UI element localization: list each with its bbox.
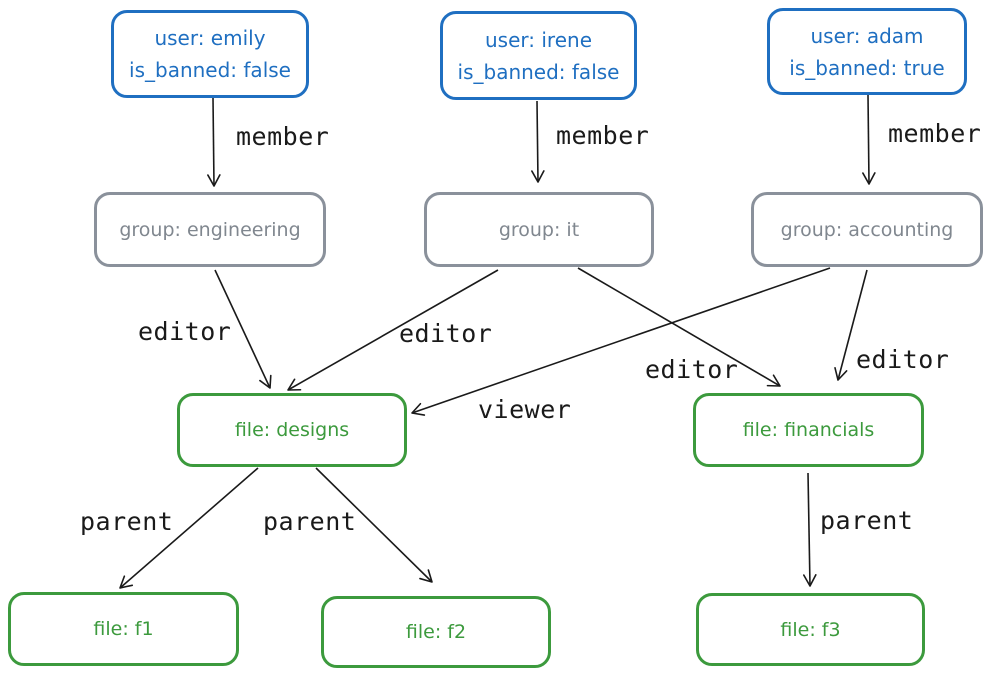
user-node-adam[interactable]: user: adam is_banned: true [767, 8, 967, 95]
user-node-irene[interactable]: user: irene is_banned: false [440, 11, 637, 100]
user-node-irene-banned: is_banned: false [457, 59, 620, 84]
edge-irene-it [531, 100, 545, 183]
file-node-financials[interactable]: file: financials [693, 393, 924, 467]
file-node-designs-label: file: designs [234, 419, 350, 441]
group-node-accounting-label: group: accounting [780, 218, 954, 241]
edge-label-accounting-designs: viewer [478, 395, 572, 424]
file-node-f2-label: file: f2 [405, 621, 467, 643]
edge-label-designs-f1: parent [80, 507, 174, 536]
edge-label-accounting-financials: editor [856, 345, 950, 374]
user-node-adam-name: user: adam [810, 23, 924, 48]
user-node-emily-name: user: emily [154, 26, 266, 50]
group-node-it[interactable]: group: it [424, 192, 654, 267]
file-node-f2[interactable]: file: f2 [321, 596, 551, 668]
file-node-financials-label: file: financials [742, 419, 875, 441]
file-node-f1-label: file: f1 [93, 618, 154, 640]
edge-adam-accounting [862, 94, 876, 185]
edge-emily-engineering [207, 97, 221, 187]
edge-designs-f2 [315, 467, 433, 583]
edge-label-it-financials: editor [645, 355, 739, 384]
group-node-engineering-label: group: engineering [119, 218, 301, 241]
edge-label-adam-accounting: member [888, 119, 982, 148]
edge-engineering-designs [214, 269, 272, 389]
edge-accounting-designs [411, 267, 831, 416]
edge-label-financials-f3: parent [820, 506, 914, 535]
file-node-f1[interactable]: file: f1 [8, 592, 239, 666]
edge-label-emily-engineering: member [236, 122, 330, 151]
edge-label-engineering-designs: editor [138, 317, 232, 346]
user-node-emily[interactable]: user: emily is_banned: false [111, 10, 309, 98]
user-node-irene-name: user: irene [485, 27, 592, 52]
file-node-f3-label: file: f3 [780, 618, 841, 641]
group-node-engineering[interactable]: group: engineering [94, 192, 326, 267]
file-node-f3[interactable]: file: f3 [696, 593, 925, 666]
edge-label-irene-it: member [556, 121, 650, 150]
edge-accounting-financials [834, 269, 868, 381]
edge-label-it-designs: editor [399, 319, 493, 348]
group-node-accounting[interactable]: group: accounting [751, 192, 983, 267]
edge-label-designs-f2: parent [263, 507, 357, 536]
group-node-it-label: group: it [498, 218, 580, 241]
edge-designs-f1 [119, 467, 259, 589]
edge-it-designs [287, 269, 499, 391]
edge-financials-f3 [803, 472, 817, 587]
edge-it-financials [577, 267, 781, 387]
file-node-designs[interactable]: file: designs [177, 393, 407, 467]
user-node-adam-banned: is_banned: true [789, 55, 945, 80]
user-node-emily-banned: is_banned: false [129, 58, 291, 82]
